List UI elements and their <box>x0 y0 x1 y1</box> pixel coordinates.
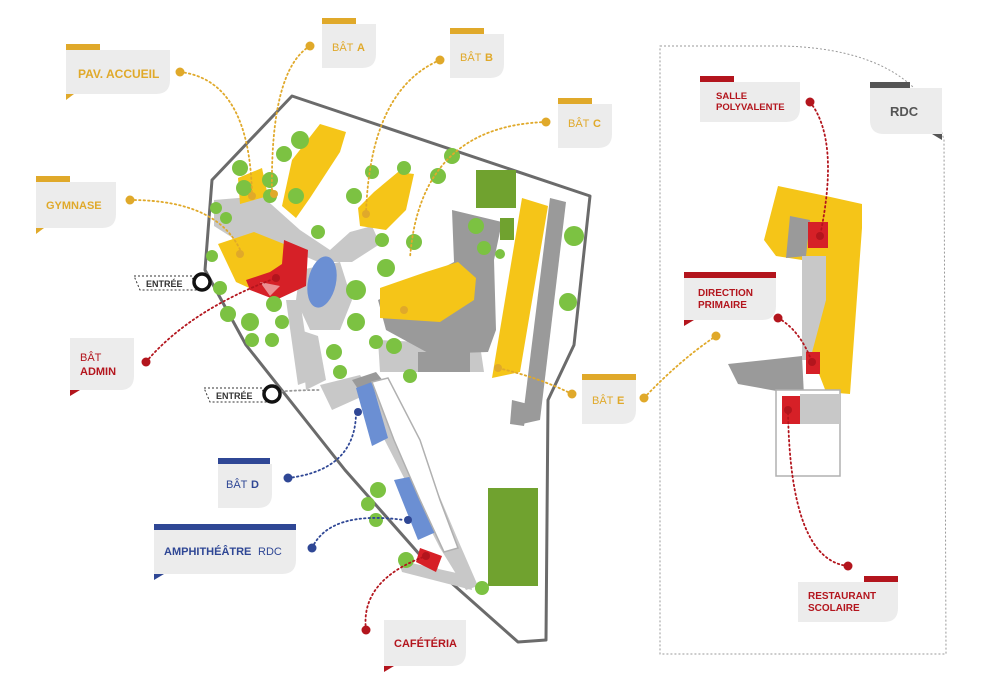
tag-direction-primaire[interactable]: DIRECTION PRIMAIRE <box>684 272 776 326</box>
sport-field-mini <box>500 218 514 240</box>
label-bat-d-name: D <box>251 479 259 491</box>
tag-bat-b[interactable]: BÂT B <box>450 28 504 78</box>
label-amphitheatre: AMPHITHÉÂTRE <box>164 545 251 558</box>
connector-dots <box>125 41 853 635</box>
label-salle-polyvalente-1: SALLE <box>716 91 747 102</box>
label-bat-admin-name: ADMIN <box>80 366 116 378</box>
building-b <box>358 172 414 230</box>
entrance-label: ENTRÉE <box>216 391 253 401</box>
trees <box>206 131 584 595</box>
connectors <box>129 45 849 631</box>
label-bat-e-name: E <box>617 395 624 407</box>
label-rdc: RDC <box>890 104 919 119</box>
tag-cafeteria[interactable]: CAFÉTÉRIA <box>384 620 466 672</box>
label-direction-primaire-2: PRIMAIRE <box>698 300 747 311</box>
label-bat-admin-prefix: BÂT <box>80 351 102 364</box>
building-d <box>356 382 436 540</box>
label-bat-d-prefix: BÂT <box>226 478 248 491</box>
rdc-panel <box>659 45 947 655</box>
building-linear <box>370 377 459 553</box>
admin-detail <box>260 282 280 296</box>
amphitheatre-oval <box>307 256 337 308</box>
tag-amphitheatre[interactable]: AMPHITHÉÂTRE RDC <box>154 524 296 580</box>
tag-gymnase[interactable]: GYMNASE <box>36 176 116 234</box>
tag-bat-a[interactable]: BÂT A <box>322 18 376 68</box>
tag-bat-c[interactable]: BÂT C <box>558 98 612 148</box>
entrance-label: ENTRÉE <box>146 279 183 289</box>
tag-rdc[interactable]: RDC <box>870 82 942 140</box>
label-restaurant-scolaire-1: RESTAURANT <box>808 591 876 602</box>
label-cafeteria: CAFÉTÉRIA <box>394 637 457 650</box>
sport-field-small <box>476 170 516 208</box>
rdc-plan-gray-mid <box>802 256 826 360</box>
label-bat-a-name: A <box>357 42 365 54</box>
sport-field-large <box>488 488 538 586</box>
label-amphitheatre-suffix: RDC <box>258 546 282 558</box>
building-e <box>492 198 548 378</box>
rdc-panel-border <box>659 45 947 655</box>
label-bat-e-prefix: BÂT <box>592 394 614 407</box>
entrance-marker <box>262 384 282 404</box>
tag-bat-admin[interactable]: BÂT ADMIN <box>70 338 134 396</box>
entrance-2[interactable]: ENTRÉE <box>203 384 282 404</box>
label-bat-b-prefix: BÂT <box>460 51 482 64</box>
rdc-plan-gray-wing <box>728 356 804 396</box>
rdc-plan-gray-top <box>786 216 810 258</box>
label-restaurant-scolaire-2: SCOLAIRE <box>808 603 860 614</box>
building-cafeteria <box>416 548 442 572</box>
entrance-marker <box>192 272 212 292</box>
label-pav-accueil: PAV. ACCUEIL <box>78 67 159 81</box>
label-bat-c-prefix: BÂT <box>568 117 590 130</box>
tag-pav-accueil[interactable]: PAV. ACCUEIL <box>66 44 170 100</box>
building-admin <box>246 240 308 300</box>
campus-site <box>203 94 592 644</box>
tag-bat-e[interactable]: BÂT E <box>582 374 636 424</box>
tag-salle-polyvalente[interactable]: SALLE POLYVALENTE <box>700 76 800 122</box>
label-bat-b-name: B <box>485 52 493 64</box>
label-direction-primaire-1: DIRECTION <box>698 288 753 299</box>
label-bat-c-name: C <box>593 118 601 130</box>
tag-restaurant-scolaire[interactable]: RESTAURANT SCOLAIRE <box>798 576 898 622</box>
tag-bat-d[interactable]: BÂT D <box>218 458 272 508</box>
rdc-plan-lower-gray <box>800 394 840 424</box>
label-gymnase: GYMNASE <box>46 200 102 212</box>
label-bat-a-prefix: BÂT <box>332 41 354 54</box>
entrance-1[interactable]: ENTRÉE <box>133 272 212 292</box>
label-salle-polyvalente-2: POLYVALENTE <box>716 102 785 113</box>
